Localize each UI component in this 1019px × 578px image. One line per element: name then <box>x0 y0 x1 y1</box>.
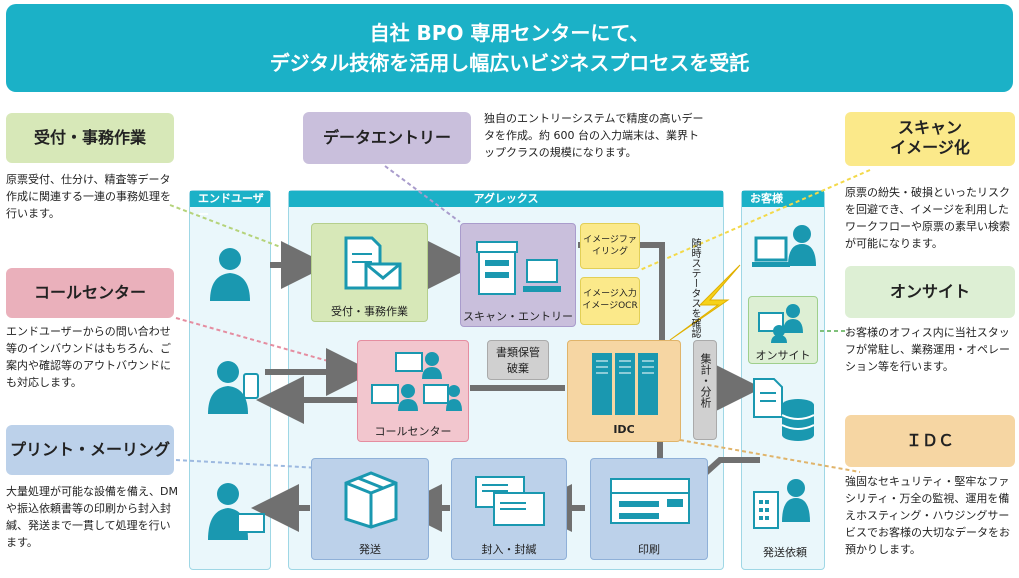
dash-data-entry <box>384 165 461 223</box>
node-printing: 印刷 <box>590 458 708 560</box>
desc-reception: 原票受付、仕分け、精査等データ作成に関連する一連の事務処理を行います。 <box>6 173 171 220</box>
node-shipping: 発送 <box>311 458 429 560</box>
desc-onsite: お客様のオフィス内に当社スタッフが常駐し、業務運用・オペレーション等を行います。 <box>845 326 1010 373</box>
tag-idc: ＩＤＣ <box>845 415 1015 467</box>
tag-print-mailing: プリント・メーリング <box>6 425 174 475</box>
node-image-ocr-line-1: イメージ入力 <box>583 289 637 299</box>
end-user-person-icon-1 <box>210 248 250 301</box>
banner-line-2: デジタル技術を活用し幅広いビジネスプロセスを受託 <box>269 51 750 75</box>
document-database-icon <box>753 378 814 441</box>
node-reception: 受付・事務作業 <box>311 223 428 322</box>
tag-data-entry: データエントリー <box>303 112 471 164</box>
desc-call-center: エンドユーザーからの問い合わせ等のインバウンドはもちろん、ご案内や確認等のアウト… <box>6 325 171 389</box>
desc-print-mailing: 大量処理が可能な設備を備え、DM や振込依頼書等の印刷から封入封緘、発送まで一貫… <box>6 485 178 549</box>
node-image-ocr-line-2: イメージOCR <box>582 301 638 311</box>
node-doc-storage-line-1: 書類保管 <box>496 346 540 359</box>
node-reception-label: 受付・事務作業 <box>331 305 408 318</box>
node-enclosing: 封入・封緘 <box>451 458 567 560</box>
node-image-filing-label: イメージファイリング <box>583 235 637 257</box>
customer-person-pc-icon <box>752 225 816 267</box>
server-rack-icon <box>592 353 658 415</box>
node-scan-entry-label: スキャン・エントリー <box>463 310 573 323</box>
end-user-phone-person-icon <box>208 361 259 414</box>
tag-reception: 受付・事務作業 <box>6 113 174 163</box>
fax-person-icon <box>753 479 810 529</box>
banner-line-1: 自社 BPO 専用センターにて、 <box>369 21 650 45</box>
node-image-filing: イメージファイリング <box>580 223 640 269</box>
node-idc-label: IDC <box>613 423 635 436</box>
tag-onsite: オンサイト <box>845 266 1015 318</box>
shipping-request-label: 発送依頼 <box>763 546 807 559</box>
node-call-center: コールセンター <box>357 340 469 442</box>
node-scan-entry: スキャン・エントリー <box>460 223 576 327</box>
node-onsite: オンサイト <box>748 296 818 364</box>
scanner-computer-icon <box>476 241 561 295</box>
node-image-ocr: イメージ入力 イメージOCR <box>580 277 640 325</box>
parcel-box-icon <box>344 471 398 529</box>
desc-data-entry: 独自のエントリーシステムで精度の高いデータを作成。約 600 台の入力端末は、業… <box>484 112 704 159</box>
status-check-text: 随時ステータスを確認 <box>689 238 700 338</box>
lightning-icon <box>669 264 741 341</box>
node-aggregate: 集計・分析 <box>693 340 717 440</box>
node-doc-storage: 書類保管 破棄 <box>487 340 549 380</box>
dash-idc <box>679 439 861 473</box>
node-call-center-label: コールセンター <box>374 425 452 438</box>
node-enclosing-label: 封入・封緘 <box>481 543 537 556</box>
tag-call-center: コールセンター <box>6 268 174 318</box>
panel-customer-head: お客様 <box>742 191 824 207</box>
envelopes-icon <box>475 476 545 526</box>
tag-scan-line-1: スキャン <box>897 118 962 137</box>
end-user-mail-person-icon <box>208 483 265 540</box>
panel-agrex-head: アグレックス <box>289 191 723 207</box>
node-idc: IDC <box>567 340 681 442</box>
node-doc-storage-line-2: 破棄 <box>507 362 529 375</box>
panel-end-user-head: エンドユーザー <box>190 191 270 221</box>
onsite-staff-icon <box>758 304 803 343</box>
tag-scan: スキャン イメージ化 <box>845 112 1015 166</box>
node-aggregate-label: 集計・分析 <box>699 353 712 408</box>
desc-scan: 原票の紛失・破損といったリスクを回避でき、イメージを利用したワークフローや原票の… <box>845 186 1010 250</box>
node-onsite-label: オンサイト <box>755 349 811 362</box>
node-shipping-label: 発送 <box>359 543 381 556</box>
header-banner: 自社 BPO 専用センターにて、 デジタル技術を活用し幅広いビジネスプロセスを受… <box>6 4 1013 92</box>
desc-idc: 強固なセキュリティ・堅牢なファシリティ・万全の監視、運用を備えホスティング・ハウ… <box>845 475 1010 556</box>
node-printing-label: 印刷 <box>638 543 660 556</box>
document-mail-icon <box>344 236 402 290</box>
tag-scan-line-2: イメージ化 <box>890 138 970 157</box>
dash-print <box>175 459 321 469</box>
dash-call-center <box>175 317 361 371</box>
line-customer-to-print <box>697 457 760 481</box>
operators-icon <box>371 352 462 411</box>
printer-icon <box>610 478 690 524</box>
